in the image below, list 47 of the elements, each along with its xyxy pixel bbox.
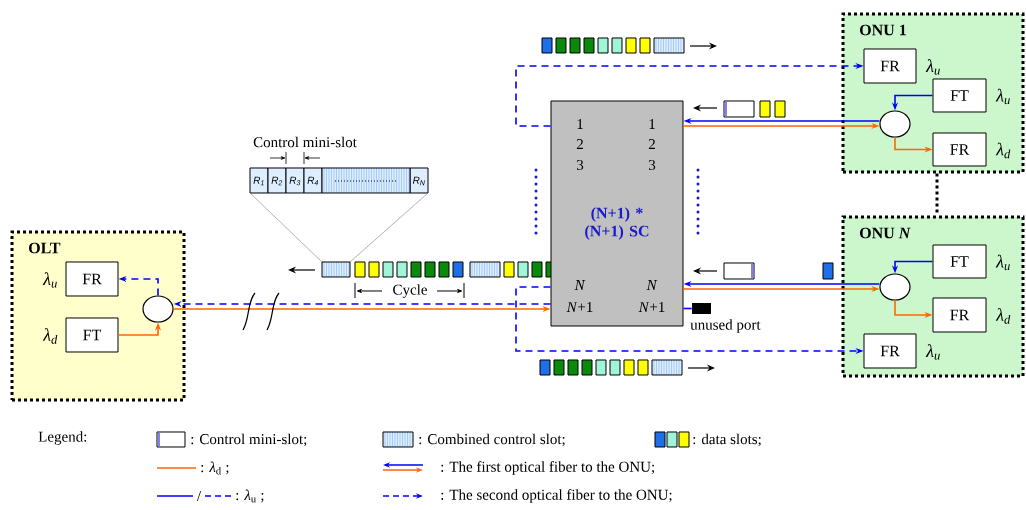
port-number: 3 [577, 159, 584, 171]
wavelength-label: λ$_{d}$ [995, 308, 1011, 324]
annotation: Control mini-slot [253, 136, 357, 148]
coupler-circle [142, 295, 174, 323]
annotation: Cycle [393, 284, 427, 298]
port-number: N+1 [638, 302, 665, 312]
component-box: FR [932, 297, 987, 333]
connector-line [682, 307, 693, 310]
legend-text: : The second optical fiber to the ONU; [441, 489, 672, 503]
legend-text: : The first optical fiber to the ONU; [441, 461, 654, 475]
wavelength-label: λ$_{d}$ [42, 328, 58, 344]
component-box: FT [932, 78, 987, 113]
slot-label: R$_{3}$ [289, 176, 301, 186]
port-number: N [646, 280, 658, 290]
wavelength-label: λ$_{u}$ [925, 59, 940, 75]
port-number: 2 [576, 139, 583, 149]
port-number: 2 [648, 139, 655, 149]
port-number: 1 [577, 119, 583, 129]
legend-text: : λ$_{d}$ ; [201, 461, 229, 475]
legend-heading: Legend: [38, 431, 87, 445]
wavelength-label: λ$_{u}$ [995, 254, 1010, 271]
slot-label: R$_{2}$ [271, 176, 283, 186]
port-number: N+1 [566, 302, 593, 312]
coupler-circle [879, 273, 911, 301]
port-number: 3 [648, 159, 656, 171]
legend-text: : Control mini-slot; [191, 433, 307, 447]
legend-text: : λ$_{u}$ ; [236, 489, 264, 503]
slot-label: R$_{1}$ [253, 176, 264, 186]
component-box: FR [863, 333, 917, 369]
slot-label: R$_{N}$ [412, 176, 425, 186]
wavelength-label: λ$_{u}$ [925, 344, 940, 360]
wavelength-label: λ$_{u}$ [42, 272, 57, 288]
slot-label: R$_{4}$ [307, 176, 319, 186]
wavelength-label: λ$_{u}$ [995, 88, 1010, 105]
coupler-circle [879, 110, 911, 138]
port-number: 1 [649, 119, 655, 129]
legend-text: : Combined control slot; [419, 433, 565, 447]
component-box: FR [65, 261, 119, 297]
wavelength-label: λ$_{d}$ [995, 142, 1011, 159]
annotation: / [196, 491, 202, 501]
port-label: unused port [690, 319, 761, 333]
port-number: N [574, 280, 586, 290]
component-box: FT [932, 244, 987, 279]
component-box: FT [65, 317, 119, 353]
component-box: FR [863, 48, 917, 84]
component-box: FR [932, 132, 987, 167]
legend-text: : data slots; [693, 433, 761, 447]
